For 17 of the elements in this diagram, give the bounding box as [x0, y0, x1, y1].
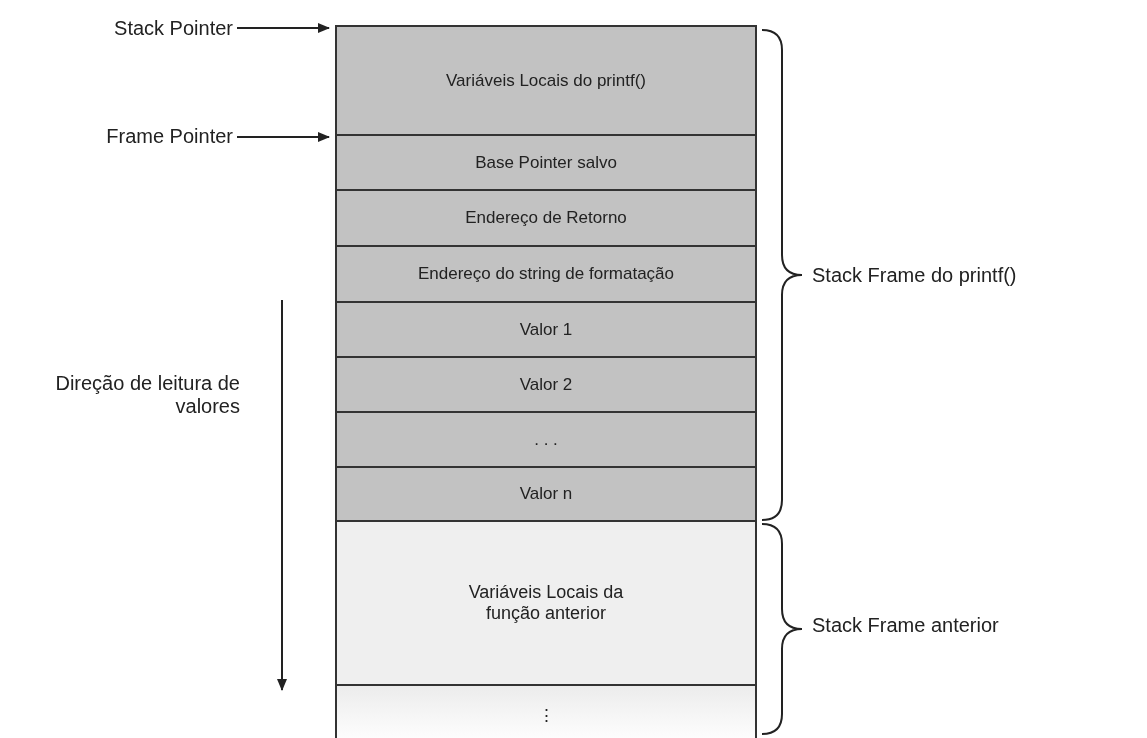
stack-slot: Valor n: [335, 466, 757, 522]
stack-slot: ⋮: [335, 684, 757, 738]
stack-slot: Base Pointer salvo: [335, 134, 757, 191]
arrow: [236, 132, 330, 142]
stack-slot: Valor 2: [335, 356, 757, 413]
stack-slot: Endereço de Retorno: [335, 189, 757, 247]
stack-slot: Valor 1: [335, 301, 757, 358]
stack-slot: Endereço do string de formatação: [335, 245, 757, 303]
pointer-label: Frame Pointer: [104, 122, 233, 150]
arrow: [236, 23, 330, 33]
brace-label: Stack Frame anterior: [812, 614, 1000, 637]
axis-label: Direção de leitura de valores: [54, 372, 240, 418]
brace-label: Stack Frame do printf(): [812, 264, 1018, 287]
stack-slot: Variáveis Locais do printf(): [335, 25, 757, 136]
stack-slot: . . .: [335, 411, 757, 468]
stack-slot: Variáveis Locais da função anterior: [335, 520, 757, 686]
pointer-label: Stack Pointer: [103, 14, 233, 42]
